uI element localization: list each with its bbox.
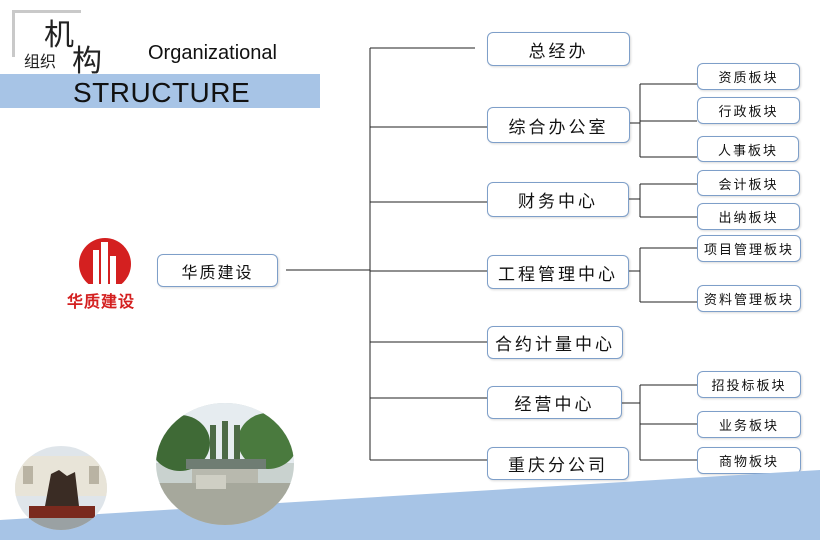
unit-box-qualification: 资质板块 [697, 63, 800, 90]
title-band [0, 74, 320, 108]
memorial-garden-photo [156, 403, 294, 525]
title-structure: STRUCTURE [73, 77, 251, 108]
dept-box-finance: 财务中心 [487, 182, 629, 217]
title-corner-frame [12, 10, 81, 57]
unit-box-bidding: 招投标板块 [697, 371, 801, 398]
unit-box-accounting: 会计板块 [697, 170, 800, 196]
title-organizational: Organizational [148, 42, 277, 64]
dept-box-chongqing-branch: 重庆分公司 [487, 447, 629, 480]
dept-box-general-office: 总经办 [487, 32, 630, 66]
unit-box-personnel: 人事板块 [697, 136, 799, 162]
unit-box-document-mgmt: 资料管理板块 [697, 285, 801, 312]
dept-box-contract: 合约计量中心 [487, 326, 623, 359]
org-root-box: 华质建设 [157, 254, 278, 287]
dept-box-engineering: 工程管理中心 [487, 255, 629, 289]
unit-box-cashier: 出纳板块 [697, 203, 800, 230]
title-char-ji: 机 [44, 18, 74, 53]
sculpture-photo [15, 446, 107, 530]
unit-box-materials: 商物板块 [697, 447, 801, 474]
dept-box-business: 经营中心 [487, 386, 622, 419]
unit-box-project-mgmt: 项目管理板块 [697, 235, 801, 262]
dept-box-admin-office: 综合办公室 [487, 107, 630, 143]
title-zuzhi: 组织 [24, 52, 57, 71]
company-logo-text: 华质建设 [66, 292, 135, 311]
company-logo-icon [75, 238, 135, 292]
title-char-gou: 构 [72, 44, 102, 79]
unit-box-administration: 行政板块 [697, 97, 800, 124]
unit-box-operations: 业务板块 [697, 411, 801, 438]
